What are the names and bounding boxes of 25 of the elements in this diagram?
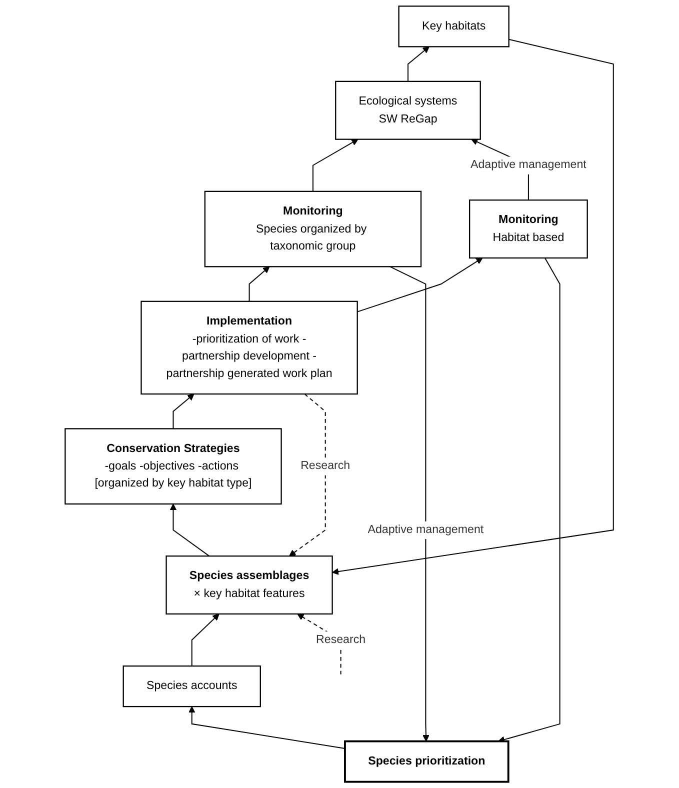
edge-label: Adaptive management (368, 522, 484, 536)
arrow (312, 139, 358, 192)
node-box: Monitoring Habitat based (469, 200, 588, 259)
node-box: Implementation -prioritization of work -partnership development -partnership generated work plan (140, 300, 358, 395)
arrow (498, 258, 561, 743)
node-box: Species assemblages × key habitat features (166, 555, 334, 615)
arrow (408, 46, 430, 82)
arrow (332, 38, 614, 575)
arrow (188, 706, 346, 749)
node-box: Monitoring Species organized by taxonomic group (204, 190, 422, 268)
node-box: Key habitats (398, 6, 510, 48)
node-box: Species accounts (122, 665, 262, 708)
arrow (289, 394, 326, 556)
arrow (390, 266, 430, 742)
arrow (192, 614, 220, 666)
node-box: Conservation Strategies -goals -objectives -actions [organized by key habitat type] (64, 428, 282, 505)
arrow (357, 258, 484, 312)
arrow (249, 266, 270, 302)
edge-label: Research (300, 459, 350, 472)
node-box: Ecological systems SW ReGap (335, 80, 482, 140)
arrow (172, 394, 194, 429)
arrow (170, 504, 210, 556)
edge-label: Research (316, 632, 366, 646)
edge-label: Adaptive management (470, 158, 587, 172)
node-box: Species prioritization (344, 740, 510, 783)
